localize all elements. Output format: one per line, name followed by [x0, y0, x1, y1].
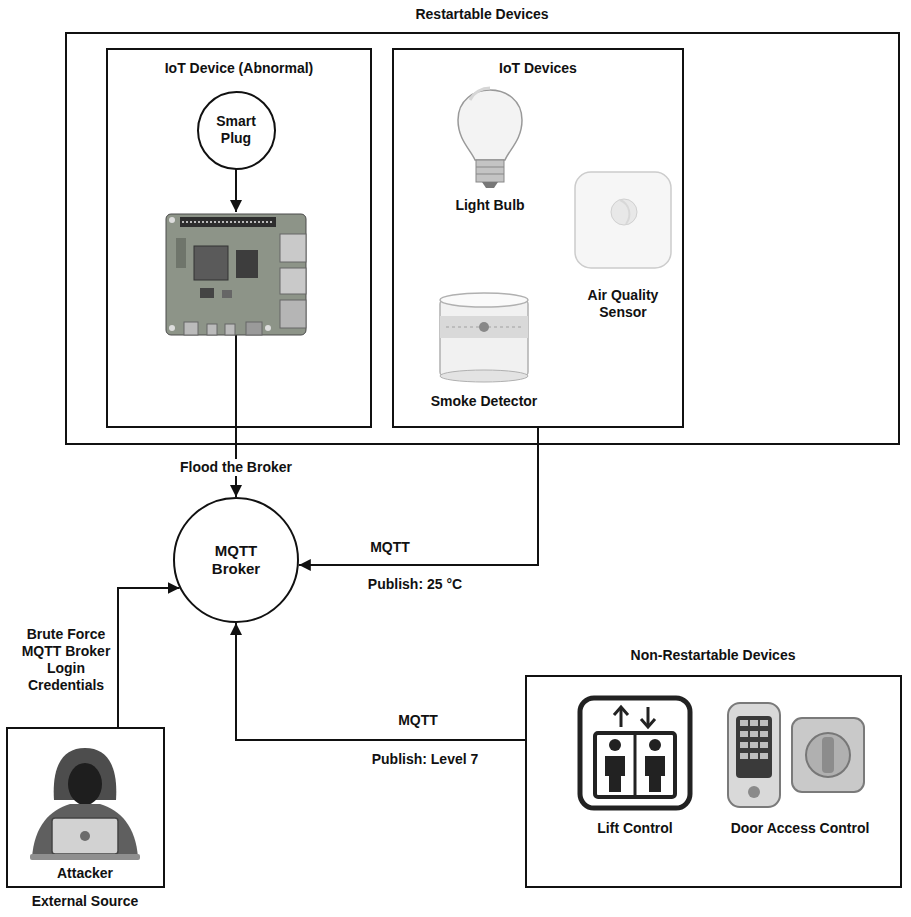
text-slot: Publish: 25 °C	[330, 575, 500, 593]
group-box: IoT Device (Abnormal) Smart Plug	[106, 48, 372, 428]
text-slot: Smart Plug	[206, 113, 266, 147]
edge-label: Flood the Broker	[177, 459, 295, 476]
text-slot: Restartable Devices	[352, 5, 612, 23]
device-label: Air Quality Sensor	[573, 287, 673, 321]
group-box: Non-Restartable DevicesLift ControlDoor …	[525, 675, 902, 888]
hacker-figure	[30, 748, 140, 860]
text-slot: Smoke Detector	[404, 392, 564, 410]
connector	[118, 588, 180, 727]
air-quality-sensor-picture	[575, 172, 671, 268]
edge-label: Brute Force MQTT Broker Login Credential…	[20, 626, 112, 693]
source-box: AttackerExternal Source	[6, 727, 165, 888]
connector	[299, 428, 538, 565]
message-label: Publish: Level 7	[372, 751, 479, 768]
node-label: Smart Plug	[206, 113, 266, 147]
light-bulb-picture	[458, 88, 522, 188]
device-circle: Smart Plug	[197, 91, 276, 170]
device-label: Light Bulb	[455, 197, 524, 214]
text-slot: Attacker	[15, 864, 155, 882]
device-label: Door Access Control	[731, 820, 870, 837]
door-lock-picture	[728, 703, 864, 807]
plug-arrow	[235, 167, 237, 212]
board-wire	[235, 335, 237, 428]
text-slot: Door Access Control	[715, 819, 885, 837]
text-slot: Publish: Level 7	[335, 750, 515, 768]
message-label: Publish: 25 °C	[368, 576, 462, 593]
smoke-detector-picture	[440, 293, 528, 382]
device-label: Lift Control	[597, 820, 672, 837]
text-slot: Non-Restartable Devices	[583, 646, 843, 664]
text-slot: Lift Control	[575, 819, 695, 837]
raspberry-pi-board	[166, 214, 306, 335]
group-box: Restartable DevicesIoT Device (Abnormal)…	[65, 32, 900, 445]
device-label: Smoke Detector	[431, 393, 538, 410]
lift-icon	[580, 698, 690, 808]
node-label: MQTT Broker	[191, 542, 281, 578]
node-heading: Attacker	[57, 865, 113, 882]
node-heading: IoT Device (Abnormal)	[165, 60, 314, 77]
node-heading: Restartable Devices	[415, 6, 548, 23]
device-label: External Source	[32, 893, 139, 910]
text-slot: Air Quality Sensor	[573, 287, 673, 321]
text-slot: MQTT	[350, 538, 430, 556]
text-slot: IoT Devices	[438, 59, 638, 77]
node-heading: IoT Devices	[499, 60, 577, 77]
circle-shape	[174, 498, 298, 622]
text-slot: Light Bulb	[430, 196, 550, 214]
edge-label: MQTT	[398, 712, 438, 729]
text-slot: External Source	[10, 892, 160, 910]
text-slot: MQTT	[378, 711, 458, 729]
text-slot: Brute Force MQTT Broker Login Credential…	[20, 626, 112, 693]
text-slot: MQTT Broker	[191, 542, 281, 578]
connector	[236, 623, 525, 740]
group-box: IoT DevicesLight BulbAir Quality SensorS…	[392, 48, 684, 428]
circle-shape	[198, 92, 275, 169]
edge-label: MQTT	[370, 539, 410, 556]
node-heading: Non-Restartable Devices	[631, 647, 796, 664]
text-slot: IoT Device (Abnormal)	[114, 59, 364, 77]
text-slot: Flood the Broker	[161, 458, 311, 476]
broker-circle: MQTT Broker	[173, 497, 299, 623]
